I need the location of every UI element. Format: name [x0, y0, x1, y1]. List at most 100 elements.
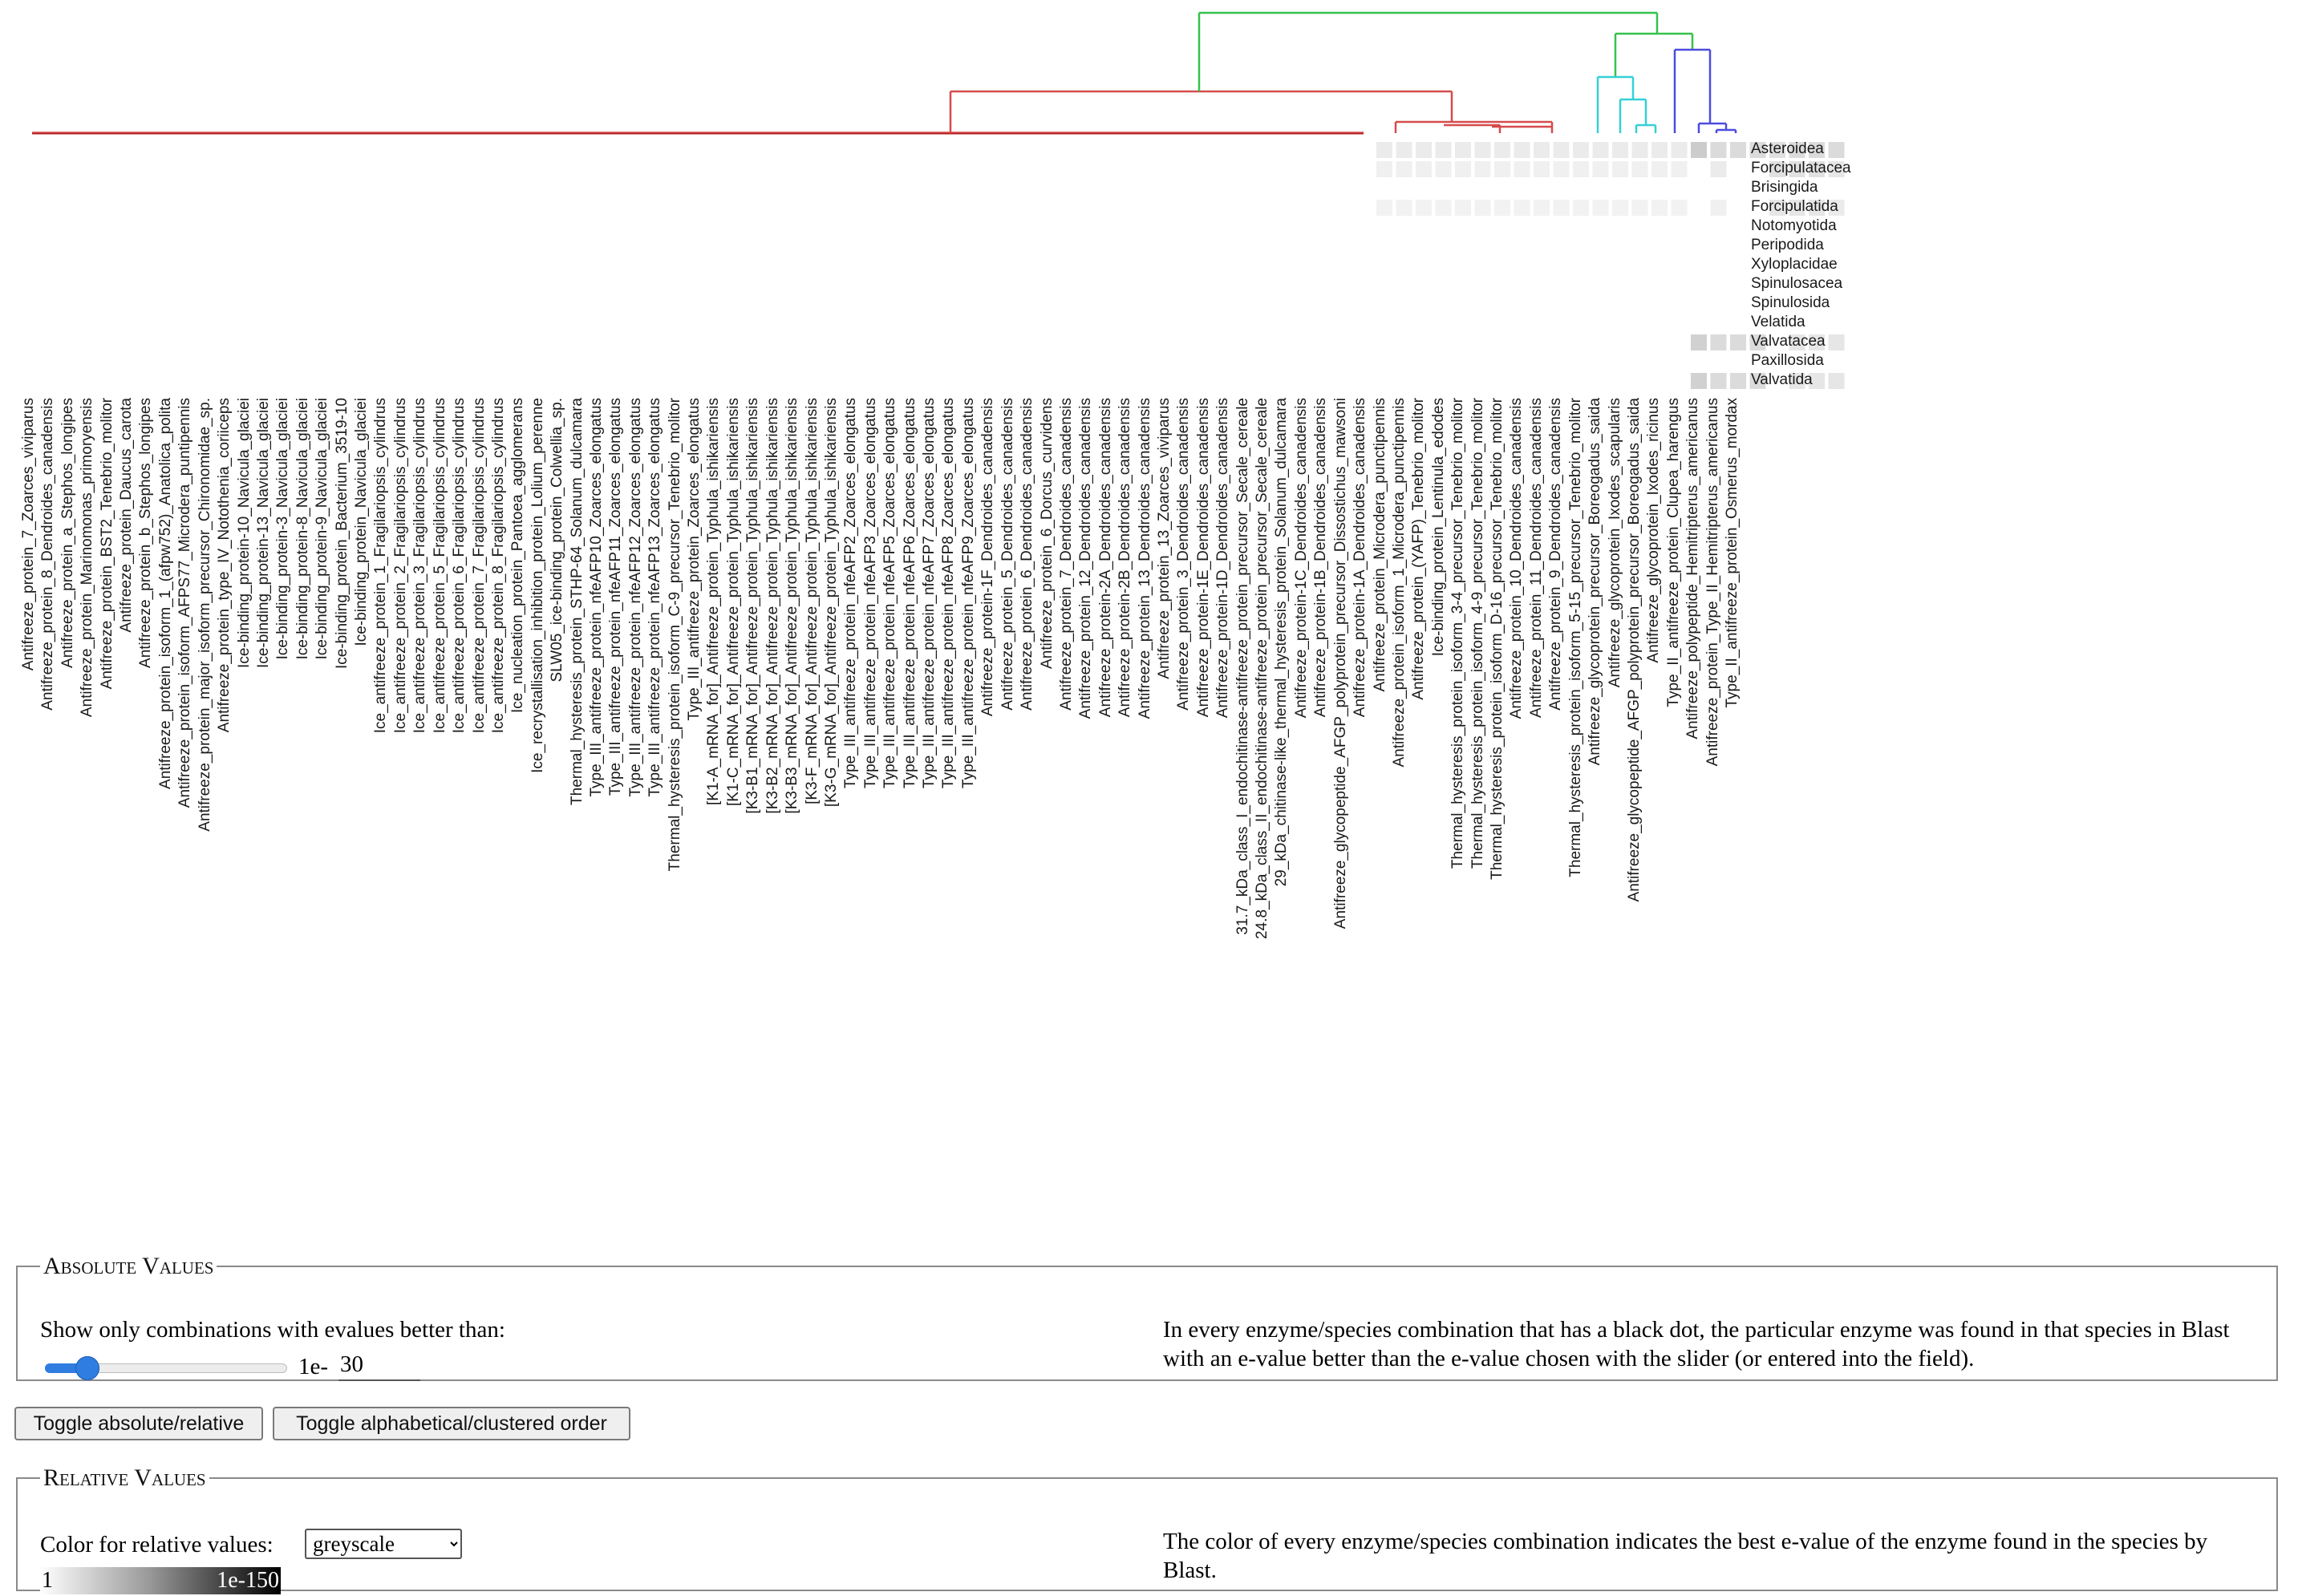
heatmap-cell: [1730, 142, 1746, 158]
toggle-order-button[interactable]: Toggle alphabetical/clustered order: [273, 1407, 630, 1440]
evalue-exponent-input[interactable]: [338, 1349, 420, 1381]
enzyme-label: [K1-A_mRNA_for]_Antifreeze_protein_Typhu…: [705, 398, 723, 805]
evalue-slider[interactable]: 1e-: [40, 1347, 1083, 1386]
heatmap-cell: [1573, 142, 1589, 158]
enzyme-label: Antifreeze_protein_11_Dendroides_canaden…: [1527, 398, 1545, 718]
heatmap-cell: [1455, 161, 1471, 177]
heatmap-cell: [1435, 142, 1452, 158]
enzyme-label: Antifreeze_polypeptide_Hemitripterus_ame…: [1684, 398, 1702, 739]
heatmap-cell: [1396, 161, 1412, 177]
heatmap-cell: [1534, 161, 1550, 177]
enzyme-label: Antifreeze_protein_type_IV_Notothenia_co…: [216, 398, 233, 733]
heatmap-cell: [1416, 161, 1432, 177]
enzyme-label: Antifreeze_protein_isoform_1_Microdera_p…: [1390, 398, 1408, 768]
enzyme-label: Antifreeze_protein-2A_Dendroides_canaden…: [1096, 398, 1114, 718]
heatmap-cell: [1828, 200, 1845, 216]
enzyme-label: Type_III_antifreeze_protein_nfeAFP9_Zoar…: [959, 398, 977, 788]
heatmap-cell: [1710, 142, 1727, 158]
heatmap-cell: [1534, 200, 1550, 216]
gradient-min-label: 1: [42, 1568, 53, 1593]
toggle-absolute-relative-button[interactable]: Toggle absolute/relative: [14, 1407, 263, 1440]
enzyme-label: Type_II_antifreeze_protein_Clupea_hareng…: [1664, 398, 1682, 707]
heatmap-cell: [1789, 334, 1805, 350]
enzyme-label: 29_kDa_chitinase-like_thermal_hysteresis…: [1273, 398, 1291, 887]
enzyme-label: Thermal_hysteresis_protein_isoform_5-15_…: [1566, 398, 1584, 877]
enzyme-label: Antifreeze_protein_Daucus_carota: [118, 398, 136, 633]
heatmap-cell: [1769, 142, 1785, 158]
color-scheme-label: Color for relative values:: [40, 1532, 274, 1558]
species-label: Velatida: [1751, 314, 1805, 330]
heatmap-cell: [1769, 200, 1785, 216]
heatmap-cell: [1474, 142, 1491, 158]
enzyme-label: Ice_antifreeze_protein_2_Fragilariopsis_…: [391, 398, 409, 734]
enzyme-label: Ice-binding_protein-8_Navicula_glaciei: [294, 398, 311, 660]
enzyme-label: Antifreeze_protein_(YAFP)_Tenebrio_molit…: [1410, 398, 1428, 700]
heatmap-cell: [1809, 161, 1825, 177]
relative-values-legend: Relative Values: [43, 1464, 206, 1491]
relative-values-panel: Relative Values Color for relative value…: [16, 1464, 2278, 1594]
evalue-slider-thumb[interactable]: [75, 1356, 99, 1380]
enzyme-label: Type_III_antifreeze_protein_nfeAFP6_Zoar…: [901, 398, 918, 788]
enzyme-label: Antifreeze_glycoprotein_Ixodes_ricinus: [1645, 398, 1663, 663]
heatmap-cell: [1612, 142, 1628, 158]
heatmap-cell: [1809, 373, 1825, 389]
enzyme-label: Antifreeze_protein-1E_Dendroides_canaden…: [1194, 398, 1212, 718]
heatmap-cell: [1749, 373, 1766, 389]
enzyme-label: Antifreeze_protein_3_Dendroides_canadens…: [1175, 398, 1193, 711]
species-label: Notomyotida: [1751, 217, 1837, 234]
heatmap-cell: [1514, 161, 1530, 177]
heatmap-cell: [1592, 161, 1609, 177]
heatmap-cell: [1769, 161, 1785, 177]
enzyme-label: Ice_antifreeze_protein_6_Fragilariopsis_…: [451, 398, 468, 734]
dendrogram: [32, 11, 1737, 135]
enzyme-label: 31.7_kDa_class_I_endochitinase-antifreez…: [1234, 398, 1251, 935]
enzyme-label: Type_III_antifreeze_protein_nfeAFP13_Zoa…: [646, 398, 664, 797]
heatmap-cell: [1514, 142, 1530, 158]
enzyme-label: [K3-B2_mRNA_for]_Antifreeze_protein_Typh…: [764, 398, 781, 814]
enzyme-label: Ice-binding_protein-3_Navicula_glaciei: [274, 398, 292, 660]
enzyme-label: Antifreeze_protein-1F_Dendroides_canaden…: [979, 398, 997, 717]
enzyme-label: Type_III_antifreeze_protein_nfeAFP12_Zoa…: [626, 398, 644, 797]
heatmap-cell: [1494, 142, 1510, 158]
enzyme-label: Type_III_antifreeze_protein_nfeAFP5_Zoar…: [881, 398, 899, 788]
heatmap-cell: [1828, 334, 1845, 350]
heatmap-cell: [1573, 200, 1589, 216]
enzyme-label: Antifreeze_protein_BST2_Tenebrio_molitor: [98, 398, 116, 690]
enzyme-label: Antifreeze_glycopeptide_AFGP_polyprotein…: [1625, 398, 1643, 902]
heatmap-cell: [1749, 334, 1766, 350]
heatmap-cell: [1455, 142, 1471, 158]
enzyme-label: Thermal_hysteresis_protein_isoform_3-4_p…: [1449, 398, 1467, 869]
heatmap-cell: [1474, 161, 1491, 177]
heatmap-cell: [1376, 142, 1392, 158]
enzyme-label: [K3-F_mRNA_for]_Antifreeze_protein_Typhu…: [803, 398, 821, 804]
enzyme-label: Type_III_antifreeze_protein_nfeAFP2_Zoar…: [842, 398, 860, 788]
species-label: Forcipulatacea: [1751, 160, 1851, 176]
heatmap-cell: [1514, 200, 1530, 216]
species-label: Valvatacea: [1751, 333, 1826, 350]
heatmap-cell: [1730, 334, 1746, 350]
heatmap-cell: [1789, 200, 1805, 216]
enzyme-label: Antifreeze_protein_6_Dendroides_canadens…: [1019, 398, 1036, 711]
heatmap-cell: [1416, 142, 1432, 158]
relative-values-description: The color of every enzyme/species combin…: [1163, 1529, 2208, 1583]
enzyme-label: Antifreeze_glycopeptide_AFGP_polyprotein…: [1331, 398, 1349, 930]
enzyme-label: Antifreeze_protein-1B_Dendroides_canaden…: [1312, 398, 1330, 718]
heatmap-cell: [1710, 373, 1727, 389]
gradient-max-label: 1e-150: [217, 1568, 279, 1593]
heatmap-cell: [1396, 142, 1412, 158]
enzyme-label: Antifreeze_protein_7_Dendroides_canadens…: [1057, 398, 1075, 711]
enzyme-label: Ice_nucleation_protein_Pantoea_agglomera…: [509, 398, 527, 713]
heatmap-cell: [1809, 142, 1825, 158]
heatmap-cell: [1592, 142, 1609, 158]
color-scheme-select[interactable]: greyscale: [305, 1529, 462, 1559]
enzyme-label: [K1-C_mRNA_for]_Antifreeze_protein_Typhu…: [724, 398, 742, 807]
enzyme-label: Ice_recrystallisation_inhibition_protein…: [529, 398, 546, 773]
evalue-exponent-prefix: 1e-: [298, 1354, 329, 1379]
heatmap-cell: [1553, 200, 1570, 216]
heatmap-cell: [1553, 142, 1570, 158]
enzyme-label: Ice_antifreeze_protein_1_Fragilariopsis_…: [372, 398, 390, 734]
species-label: Valvatida: [1751, 371, 1813, 388]
enzyme-label: Thermal_hysteresis_protein_isoform_D-16_…: [1489, 398, 1506, 880]
enzyme-label: Antifreeze_glycoprotein_Ixodes_scapulari…: [1606, 398, 1623, 688]
